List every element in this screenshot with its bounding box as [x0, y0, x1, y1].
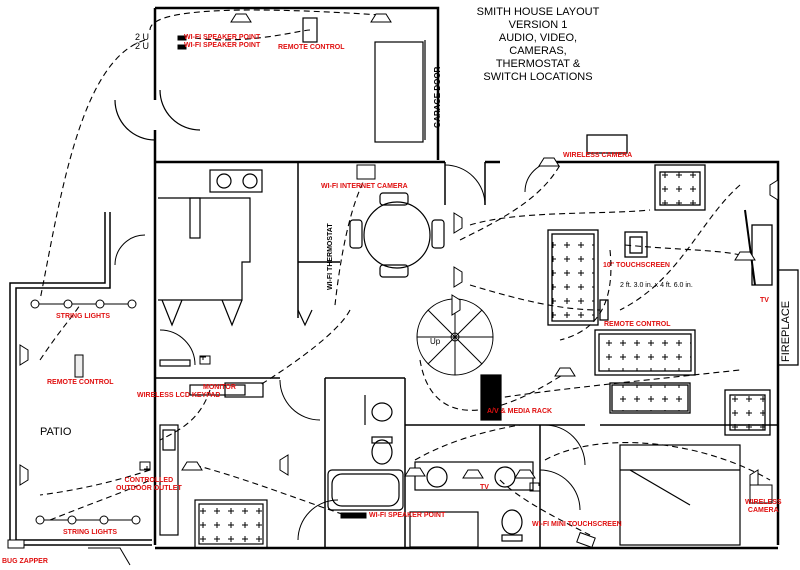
- garage-door-label: GARAGE DOOR: [433, 66, 442, 128]
- title-line: SWITCH LOCATIONS: [483, 71, 593, 83]
- touchscreen-label: 10" TOUCHSCREEN: [603, 262, 670, 269]
- remote-control-label-living: REMOTE CONTROL: [604, 321, 671, 328]
- patio-outline: [9, 212, 152, 546]
- wireless-camera-label-right: WIRELESS CAMERA: [745, 499, 782, 514]
- walls: [153, 6, 780, 550]
- title-line: VERSION 1: [508, 19, 568, 31]
- dining-table: [349, 192, 445, 278]
- stair-up-label: Up: [430, 337, 441, 346]
- wifi-speaker-point-label-1: WI-FI SPEAKER POINT: [184, 34, 261, 41]
- wifi-internet-camera-label: WI-FI INTERNET CAMERA: [321, 183, 408, 190]
- title-line: CAMERAS,: [509, 45, 567, 57]
- string-light-bulbs: [30, 299, 141, 525]
- remote-control-label-patio: REMOTE CONTROL: [47, 379, 114, 386]
- dimension-label: 2 ft. 3.0 in. x 4 ft. 6.0 in.: [620, 282, 693, 289]
- living-furniture: [547, 134, 799, 436]
- diagram-title: SMITH HOUSE LAYOUT VERSION 1 AUDIO, VIDE…: [463, 6, 613, 84]
- title-line: THERMOSTAT &: [495, 58, 581, 70]
- devices: [7, 35, 773, 549]
- wifi-thermostat-label: WI-FI THERMOSTAT: [327, 223, 334, 290]
- monitor-label: MONITOR: [203, 384, 236, 391]
- av-media-rack-label: A/V & MEDIA RACK: [487, 408, 553, 415]
- tv-label-living: TV: [760, 297, 769, 304]
- speakers: [19, 13, 779, 491]
- wifi-mini-touchscreen-label: WI-FI MINI TOUCHSCREEN: [532, 521, 622, 528]
- wifi-speaker-point-label-3: WI-FI SPEAKER POINT: [369, 512, 446, 519]
- fireplace-label: FIREPLACE: [780, 300, 792, 362]
- two-u-label-1: 2 U: [135, 32, 150, 42]
- title-line: AUDIO, VIDEO,: [498, 32, 578, 44]
- title-line: SMITH HOUSE LAYOUT: [476, 6, 600, 18]
- wireless-camera-label-top: WIRELESS CAMERA: [563, 152, 633, 159]
- two-u-label-2: 2 U: [135, 41, 150, 51]
- wireless-lcd-keypad-label: WIRELESS LCD KEYPAD: [137, 392, 221, 399]
- string-lights-label-top: STRING LIGHTS: [56, 313, 111, 320]
- string-lights-label-bottom: STRING LIGHTS: [63, 529, 118, 536]
- kitchen: [158, 169, 313, 327]
- garage-features: [114, 17, 426, 143]
- bug-zapper-label: BUG ZAPPER: [2, 558, 48, 565]
- remote-control-label-garage: REMOTE CONTROL: [278, 44, 345, 51]
- wiring: [39, 9, 771, 536]
- wifi-speaker-point-label-2: WI-FI SPEAKER POINT: [184, 42, 261, 49]
- patio-label: PATIO: [40, 426, 72, 438]
- controlled-outdoor-outlet-label: CONTROLLED OUTDOOR OUTLET: [116, 477, 182, 492]
- tv-label-bath: TV: [480, 484, 489, 491]
- doors: [88, 161, 586, 566]
